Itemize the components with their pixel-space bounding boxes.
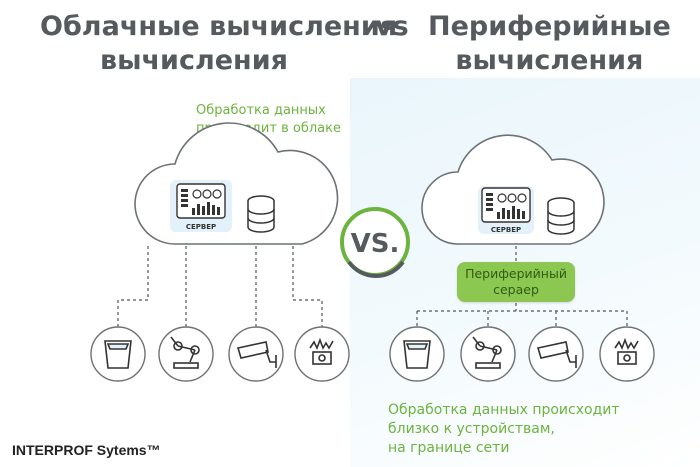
connectors-left [117, 246, 323, 327]
edge-server-box: Периферийный сераер [457, 262, 575, 302]
cloud-title-line2: вычисления [100, 45, 288, 76]
database-icon [247, 195, 275, 233]
device-trash-left [90, 326, 146, 382]
cloud-title-line1: Облачные вычисления [40, 11, 398, 42]
server-label-left: СЕРВЕР [186, 223, 216, 231]
edge-server-line1: Периферийный [465, 266, 567, 281]
device-robot-left [158, 326, 214, 382]
database-icon [547, 197, 575, 235]
server-label-right: СЕРВЕР [491, 226, 521, 234]
connectors-right [416, 303, 628, 327]
cloud-shape-left [134, 122, 339, 245]
edge-caption-line1: Обработка данных происходит [388, 402, 620, 418]
security-camera-icon [236, 341, 277, 368]
vs-badge-arc [347, 260, 405, 279]
edge-server-line2: сераер [493, 282, 539, 297]
device-sensor-left [294, 326, 350, 382]
robot-arm-icon [472, 336, 502, 369]
security-camera-icon [536, 341, 577, 368]
device-camera-left [228, 326, 284, 382]
device-trash-right [389, 326, 445, 382]
sensor-chart-icon [614, 337, 639, 365]
dashboard-icon [481, 187, 531, 223]
sensor-chart-icon [309, 337, 334, 365]
edge-title-line2: вычисления [455, 45, 644, 76]
trash-bin-icon [403, 340, 431, 369]
edge-title-line1: Периферийные [428, 11, 671, 42]
device-camera-right [528, 326, 584, 382]
cloud-caption-line1: Обработка данных [196, 103, 326, 118]
trash-bin-icon [104, 340, 132, 369]
device-robot-right [460, 326, 516, 382]
edge-title: Периферийные вычисления [428, 10, 671, 78]
title-vs: vs [375, 11, 409, 42]
edge-caption-line2: близко к устройствам, [388, 421, 555, 437]
vs-badge-label: VS. [351, 229, 400, 259]
cloud-title: Облачные вычисления вычисления [40, 10, 397, 78]
robot-arm-icon [170, 336, 200, 369]
edge-caption-line3: на границе сети [388, 440, 510, 456]
brand-label: INTERPROF Sytems™ [12, 442, 161, 458]
dashboard-icon [176, 183, 226, 219]
edge-caption: Обработка данных происходит близко к уст… [388, 401, 620, 458]
device-sensor-right [599, 326, 655, 382]
